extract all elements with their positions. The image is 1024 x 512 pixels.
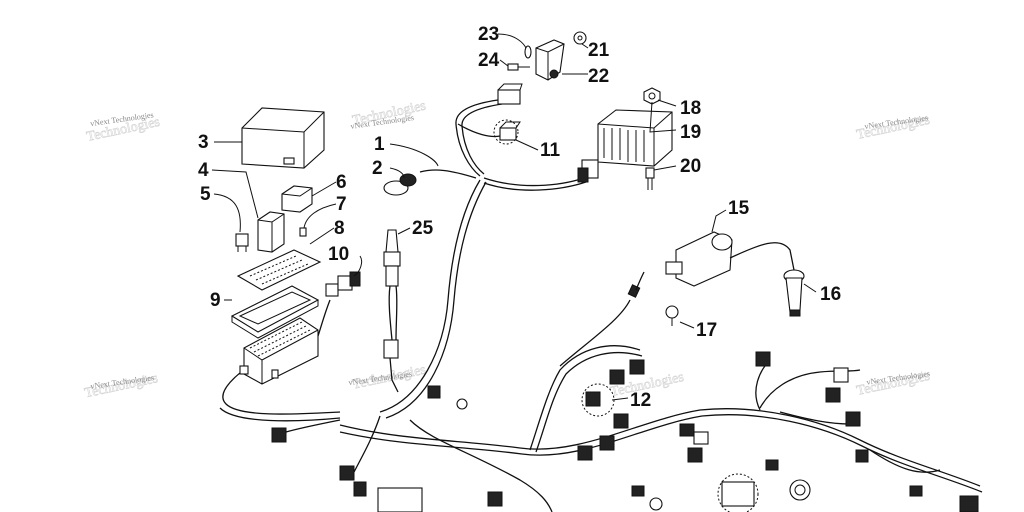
callout-labels: 1 2 3 4 5 6 7 8 9 10 11 12 15 16 17 18 1…	[198, 24, 841, 411]
callout-16: 16	[820, 284, 841, 305]
mounting-bracket	[507, 31, 587, 81]
callout-12: 12	[630, 390, 651, 411]
callout-10: 10	[328, 244, 349, 265]
fuse-box-cover	[241, 107, 325, 169]
callout-6: 6	[336, 172, 347, 193]
fuse-box-base	[239, 317, 319, 385]
connector-group-12	[577, 359, 645, 461]
circuit-board	[236, 249, 322, 291]
fuse-box-gasket	[230, 285, 320, 339]
callout-2: 2	[372, 158, 383, 179]
harness-connector-11	[493, 119, 521, 145]
watermark-top-right: Technologies vNext Technologies	[855, 112, 932, 143]
watermark-bottom-right: Technologies vNext Technologies	[855, 368, 932, 399]
callout-9: 9	[210, 290, 221, 311]
callout-5: 5	[200, 184, 211, 205]
harness-connector-right	[679, 351, 979, 512]
callout-18: 18	[680, 98, 701, 119]
watermark-top-left: Technologies vNext Technologies	[85, 110, 162, 145]
watermark-bottom-left: Technologies vNext Technologies	[83, 371, 160, 402]
harness-connector-top	[497, 83, 523, 105]
blade-fuse-small	[299, 227, 307, 237]
callout-1: 1	[374, 134, 385, 155]
callout-7: 7	[336, 194, 347, 215]
callout-24: 24	[478, 50, 500, 71]
nut	[643, 87, 661, 105]
oxygen-sensor	[383, 229, 401, 393]
voltage-regulator	[577, 109, 673, 183]
relay	[257, 211, 285, 253]
callout-3: 3	[198, 132, 209, 153]
harness-connector-left	[271, 385, 663, 512]
ignition-coil	[665, 231, 795, 287]
blade-fuse-large	[235, 233, 249, 252]
mini-relay	[281, 185, 313, 213]
screw-17	[665, 305, 679, 326]
inline-fuse	[627, 271, 645, 298]
harness-clip	[383, 173, 417, 196]
screw-20	[645, 167, 655, 190]
callout-17: 17	[696, 320, 717, 341]
callout-11: 11	[540, 140, 561, 161]
callout-20: 20	[680, 156, 701, 177]
harness-connector-10	[325, 271, 361, 297]
wiring-harness	[219, 99, 983, 512]
callout-19: 19	[680, 122, 701, 143]
fuse-box-grid	[249, 321, 311, 357]
callout-8: 8	[334, 218, 345, 239]
callout-21: 21	[588, 40, 610, 61]
leader-lines	[211, 33, 817, 401]
callout-22: 22	[588, 66, 609, 87]
callout-23: 23	[478, 24, 499, 45]
callout-25: 25	[412, 218, 434, 239]
callout-15: 15	[728, 198, 750, 219]
spark-plug-cap	[783, 269, 805, 317]
callout-4: 4	[198, 160, 209, 181]
watermark-top-center: Technologies vNext Technologies	[350, 98, 428, 131]
